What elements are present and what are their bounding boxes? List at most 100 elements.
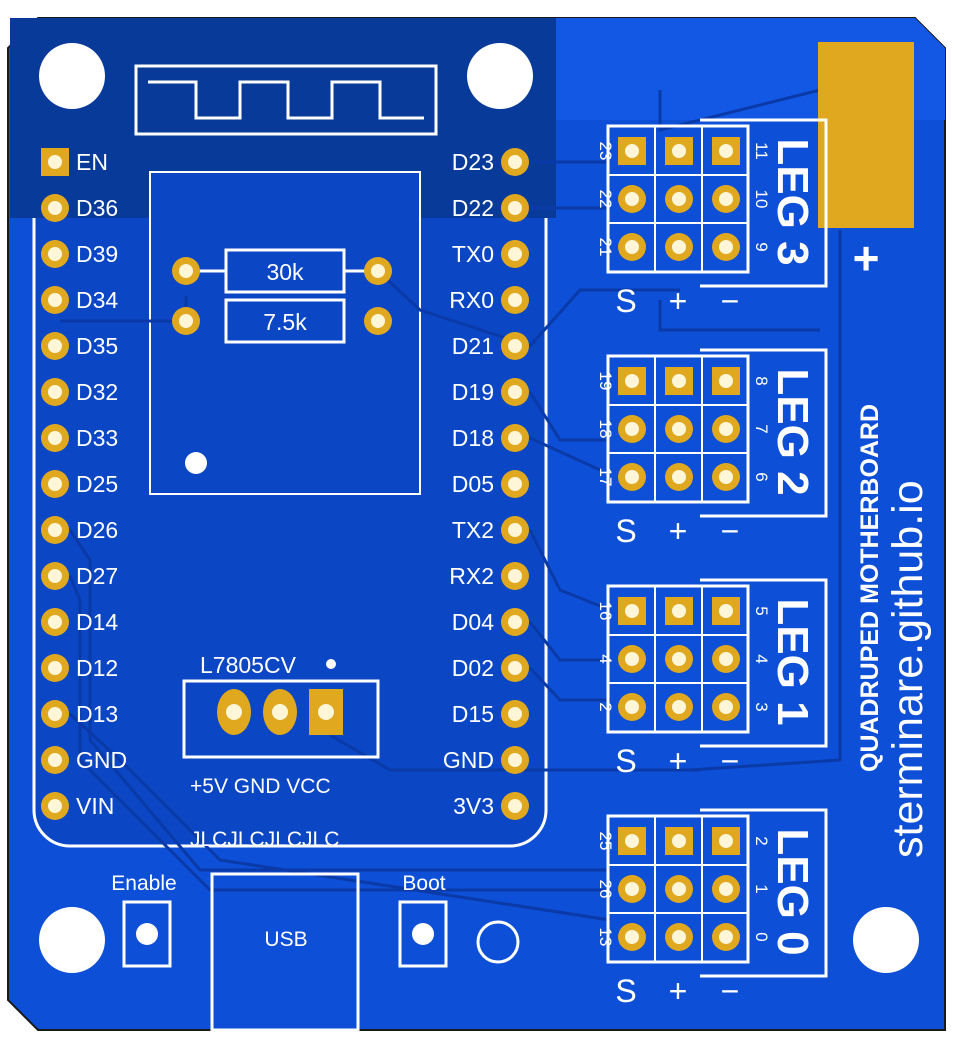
leg-header-pin xyxy=(618,137,646,165)
right-pin-pad xyxy=(501,470,529,498)
leg-header-pin xyxy=(712,693,740,721)
right-pin-label: D04 xyxy=(452,609,494,635)
left-pin-pad xyxy=(41,516,69,544)
leg-header-pin xyxy=(618,923,646,951)
leg-header-pin xyxy=(665,645,693,673)
boot-button[interactable] xyxy=(398,900,448,968)
right-pin-pad xyxy=(501,654,529,682)
leg-gpio-label: 22 xyxy=(596,190,615,209)
jlc-text: JLCJLCJLCJLC xyxy=(190,828,339,851)
trace xyxy=(658,300,820,332)
left-pin-pad xyxy=(41,562,69,590)
right-pin-pad xyxy=(501,148,529,176)
right-pin-label: D21 xyxy=(452,333,494,359)
leg-header-pin xyxy=(618,415,646,443)
leg-gpio-label: 26 xyxy=(596,880,615,899)
trace xyxy=(689,230,842,772)
enable-button[interactable] xyxy=(122,900,172,968)
resistor-7-5k-label: 7.5k xyxy=(263,309,307,335)
left-pin-label: D32 xyxy=(76,379,118,405)
resistor-7-5k: 7.5k xyxy=(224,298,346,344)
trace xyxy=(329,733,700,772)
right-pin-pad xyxy=(501,332,529,360)
resistor-pad xyxy=(172,257,200,285)
leg-channel-label: 0 xyxy=(752,932,771,941)
regulator-pad xyxy=(309,689,343,735)
leg-channel-label: 6 xyxy=(752,472,771,481)
right-pin-label: TX2 xyxy=(452,517,494,543)
right-pin-label: D18 xyxy=(452,425,494,451)
regulator-name: L7805CV xyxy=(200,652,297,678)
resistor-30k: 30k xyxy=(196,248,370,294)
left-pin-pad xyxy=(41,792,69,820)
leg-column-label: + xyxy=(669,283,688,319)
leg-column-label: S xyxy=(615,973,636,1009)
left-pin-label: D26 xyxy=(76,517,118,543)
left-pin-label: D39 xyxy=(76,241,118,267)
left-pin-pad xyxy=(41,148,69,176)
leg-header-pin xyxy=(618,367,646,395)
boot-button-dot xyxy=(412,923,434,945)
leg-gpio-label: 13 xyxy=(596,928,615,947)
right-pin-label: RX2 xyxy=(449,563,494,589)
leg-header-pin xyxy=(618,645,646,673)
leg-header-pin xyxy=(712,597,740,625)
usb-port xyxy=(210,872,360,1032)
leg-header-pin xyxy=(665,875,693,903)
trace xyxy=(528,621,610,662)
leg-header-pin xyxy=(712,185,740,213)
left-pin-label: D36 xyxy=(76,195,118,221)
enable-button-dot xyxy=(136,923,158,945)
leg-gpio-label: 2 xyxy=(596,702,615,711)
mounting-hole-icon xyxy=(853,907,919,973)
right-pin-pad xyxy=(501,562,529,590)
leg-header-pin xyxy=(712,923,740,951)
leg-header-pin xyxy=(618,185,646,213)
leg-header-pin xyxy=(618,875,646,903)
leg-column-label: S xyxy=(615,283,636,319)
left-pin-pad xyxy=(41,654,69,682)
power-terminal xyxy=(818,42,914,228)
leg-header-pin xyxy=(618,463,646,491)
resistor-pad xyxy=(172,307,200,335)
leg-gpio-label: 17 xyxy=(596,468,615,487)
leg-channel-label: 2 xyxy=(752,836,771,845)
regulator-pin-labels: +5V GND VCC xyxy=(190,775,331,798)
leg-header-pin xyxy=(712,827,740,855)
leg-gpio-label: 16 xyxy=(596,602,615,621)
left-pin-label: EN xyxy=(76,149,108,175)
left-pin-label: D35 xyxy=(76,333,118,359)
leg-gpio-label: 18 xyxy=(596,420,615,439)
trace xyxy=(528,391,610,442)
right-pin-label: GND xyxy=(443,747,494,773)
left-pin-pad xyxy=(41,240,69,268)
leg-header-pin xyxy=(618,827,646,855)
left-pin-label: D34 xyxy=(76,287,118,313)
left-pin-pad xyxy=(41,470,69,498)
right-pin-pad xyxy=(501,424,529,452)
left-pin-pad xyxy=(41,424,69,452)
leg-gpio-label: 25 xyxy=(596,832,615,851)
left-pin-label: D33 xyxy=(76,425,118,451)
trace xyxy=(68,712,611,922)
leg-header-pin xyxy=(712,645,740,673)
right-pin-label: D19 xyxy=(452,379,494,405)
leg-column-label: − xyxy=(721,513,740,549)
right-pin-label: D15 xyxy=(452,701,494,727)
right-pin-pad xyxy=(501,286,529,314)
right-pin-label: RX0 xyxy=(449,287,494,313)
leg-column-label: + xyxy=(669,743,688,779)
trace xyxy=(528,288,680,347)
left-pin-label: D27 xyxy=(76,563,118,589)
left-pin-pad xyxy=(41,286,69,314)
leg-header-pin xyxy=(665,827,693,855)
right-pin-label: D05 xyxy=(452,471,494,497)
leg-header-pin xyxy=(618,693,646,721)
trace xyxy=(68,575,610,892)
resistor-pad xyxy=(364,257,392,285)
left-pin-label: D12 xyxy=(76,655,118,681)
resistor-30k-label: 30k xyxy=(266,259,304,285)
leg-gpio-label: 21 xyxy=(596,238,615,257)
